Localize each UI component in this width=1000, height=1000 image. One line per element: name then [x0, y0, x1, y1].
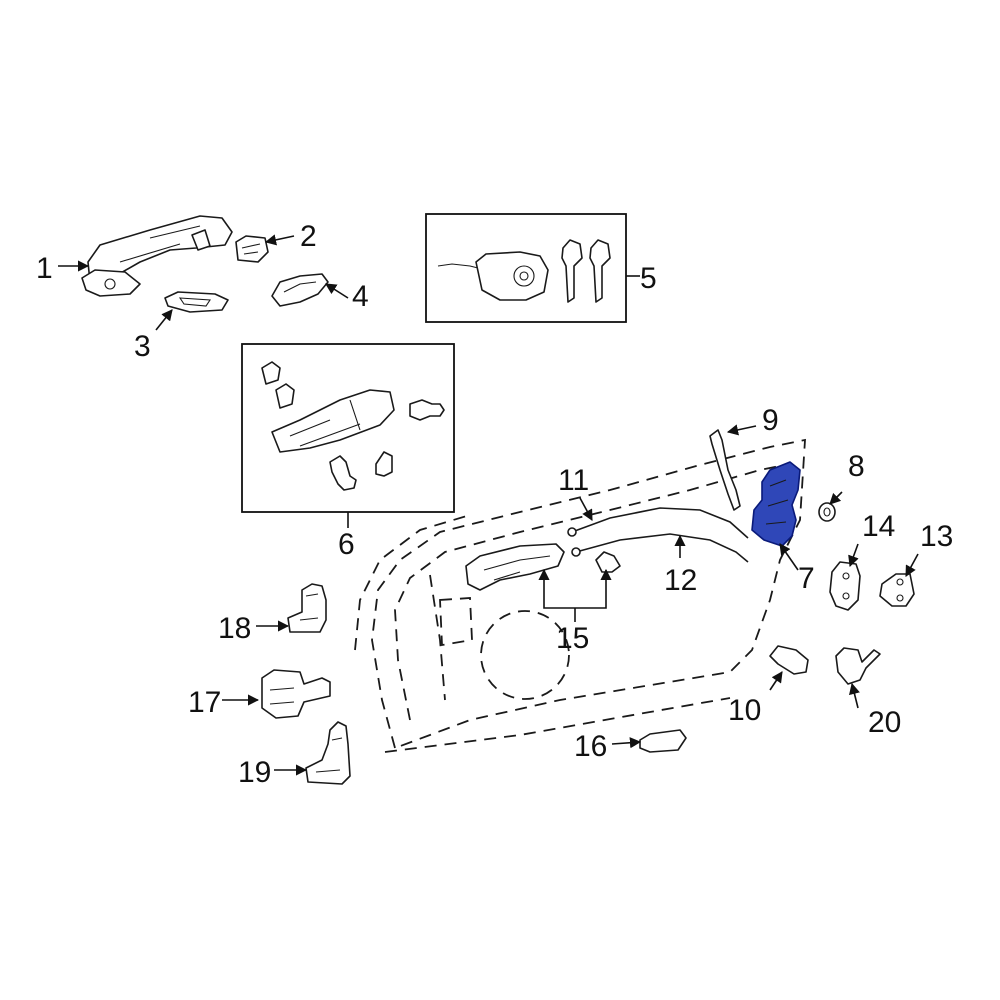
outer-door-handle-part [81, 215, 233, 297]
leader-lines [58, 234, 919, 776]
striker-bolt-part [835, 647, 881, 685]
callout-18: 18 [218, 612, 251, 645]
callout-14: 14 [862, 510, 895, 543]
callout-1: 1 [36, 252, 53, 285]
callout-13: 13 [920, 520, 953, 553]
callout-20: 20 [868, 706, 901, 739]
callout-17: 17 [188, 686, 221, 719]
handle-pad-part [164, 291, 229, 313]
callout-11: 11 [558, 464, 589, 497]
callout-9: 9 [762, 404, 779, 437]
callout-4: 4 [352, 280, 369, 313]
release-cables-part [567, 507, 749, 563]
door-latch-highlighted-part [751, 461, 801, 547]
door-outline [354, 438, 806, 753]
callout-10: 10 [728, 694, 761, 727]
upper-door-hinge-part [287, 583, 327, 633]
callout-3: 3 [134, 330, 151, 363]
lock-rod-part [709, 429, 741, 511]
inner-door-handle-part [465, 543, 621, 591]
callout-16: 16 [574, 730, 607, 763]
callout-labels: 1 2 3 4 5 6 7 8 9 10 11 12 13 14 15 16 1… [36, 220, 953, 789]
handle-cap-part [235, 235, 269, 263]
callout-6: 6 [338, 528, 355, 561]
lower-door-hinge-part [305, 721, 351, 785]
callout-19: 19 [238, 756, 271, 789]
handle-bezel-part [271, 273, 329, 307]
door-lock-assembly-part [241, 343, 455, 513]
latch-cover-part [769, 645, 809, 675]
callout-2: 2 [300, 220, 317, 253]
callout-7: 7 [798, 562, 815, 595]
callout-8: 8 [848, 450, 865, 483]
striker-cover-part [829, 561, 861, 611]
lock-cylinder-set-part [425, 213, 627, 323]
door-striker-part [879, 573, 915, 607]
door-check-part [261, 669, 331, 719]
callout-5: 5 [640, 262, 657, 295]
callout-15: 15 [556, 622, 589, 655]
callout-12: 12 [664, 564, 697, 597]
door-trim-piece-part [639, 729, 687, 753]
washer-part [818, 502, 836, 522]
